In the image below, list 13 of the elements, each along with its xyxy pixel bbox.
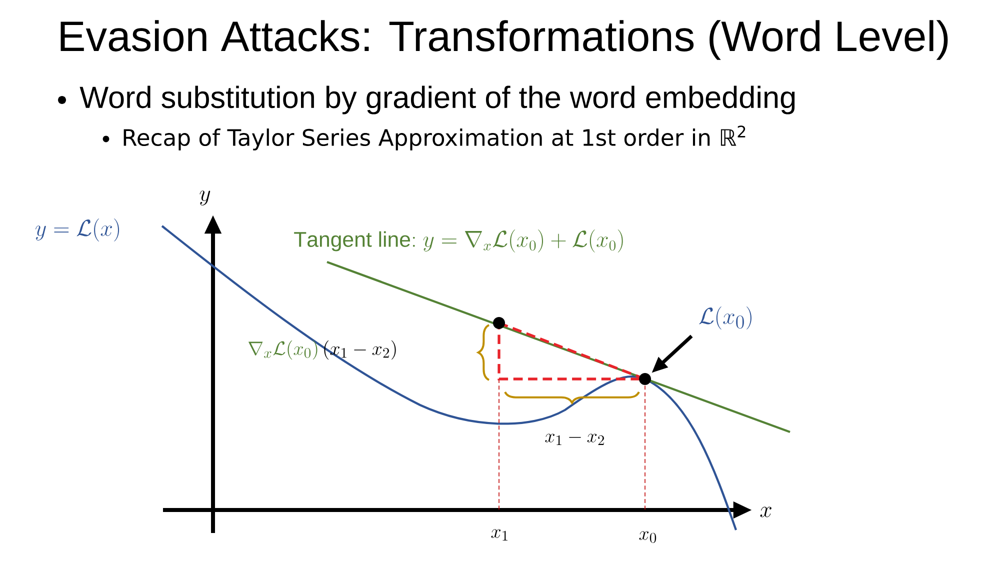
point xyxy=(639,373,651,385)
bullet-text: Word substitution by gradient of the word embedding xyxy=(80,86,795,114)
axis-label: $x$ xyxy=(760,506,772,518)
bullet-text: Recap of Taylor Series Approximation at 1st order in ℝ$^{2}$ xyxy=(124,126,746,150)
curve-label: $y = \mathcal{L}(x)$ xyxy=(36,218,120,242)
difference-label: $x_1 - x_2$ xyxy=(545,434,604,446)
slide-title: Evasion Attacks: Transformations (Word Level) xyxy=(60,20,948,60)
formula-label: $\nabla_x \mathcal{L}(x_0)$ xyxy=(248,340,318,360)
tangent-label: $\mathrm{Tangent\ line{:}}\ y = \nabla_x \mathcal{L}(x_0) + \mathcal{L}(x_0)$ xyxy=(294,230,623,253)
tick-label: $x_1$ xyxy=(491,529,508,541)
axis-label: $y$ xyxy=(200,190,210,206)
value-label: $\mathcal{L}(x_0)$ xyxy=(699,306,752,330)
tick-label: $x_0$ xyxy=(639,531,656,543)
